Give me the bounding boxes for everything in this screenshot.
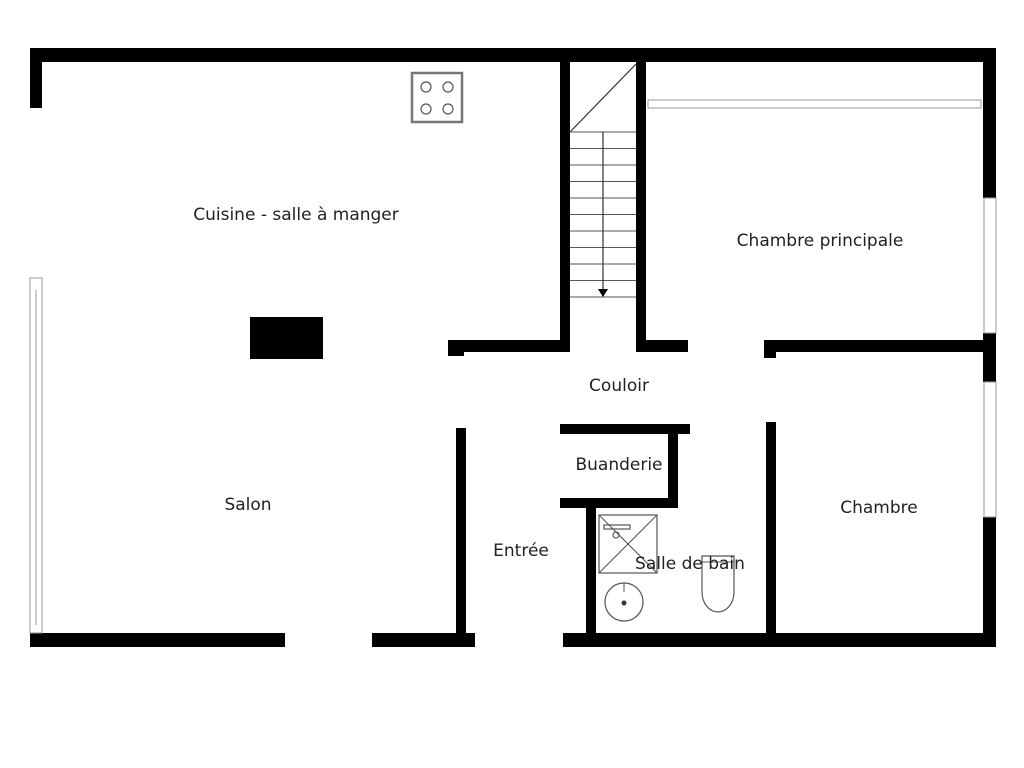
windows	[29, 99, 997, 634]
toilet-icon	[701, 555, 735, 613]
wall-right-3	[983, 517, 996, 647]
wardrobe	[647, 99, 982, 109]
wall-laundry-top	[560, 424, 690, 434]
wall-mid-3	[764, 340, 996, 352]
wall-bottom-2	[372, 633, 475, 647]
label-hallway: Couloir	[589, 376, 649, 396]
label-kitchen: Cuisine - salle à manger	[193, 205, 399, 225]
window-right-1	[983, 197, 997, 334]
wall-stair-left	[560, 62, 570, 352]
shower-icon	[598, 514, 658, 574]
wall-mid-1	[448, 340, 570, 352]
label-bathroom: Salle de bain	[635, 554, 745, 574]
wall-stair-right	[636, 62, 646, 352]
window-right-2	[983, 381, 997, 518]
stair-arrow-head	[598, 289, 608, 297]
label-master-bedroom: Chambre principale	[737, 231, 904, 251]
wall-left-upper	[30, 48, 42, 108]
wall-right-1	[983, 48, 996, 198]
wall-nub-2	[764, 340, 776, 358]
label-living: Salon	[224, 495, 271, 515]
wall-top	[30, 48, 996, 62]
wall-laundry-bottom	[560, 498, 678, 508]
wall-laundry-right	[668, 424, 678, 508]
stove-icon	[410, 71, 464, 124]
wall-bottom-3	[563, 633, 996, 647]
wall-bathroom-left	[586, 500, 596, 640]
wall-mid-2	[636, 340, 688, 352]
walls	[30, 48, 996, 647]
sink-icon	[604, 582, 644, 622]
wall-nub	[448, 340, 464, 356]
label-bedroom: Chambre	[840, 498, 918, 518]
wall-bottom-1	[30, 633, 285, 647]
wall-bedroom-left	[766, 422, 776, 640]
label-laundry: Buanderie	[575, 455, 662, 475]
room-labels: Cuisine - salle à manger Salon Chambre p…	[193, 205, 918, 574]
wall-entrance-left	[456, 428, 466, 640]
kitchen-island	[250, 317, 323, 359]
staircase	[569, 63, 637, 298]
label-entrance: Entrée	[493, 541, 549, 561]
